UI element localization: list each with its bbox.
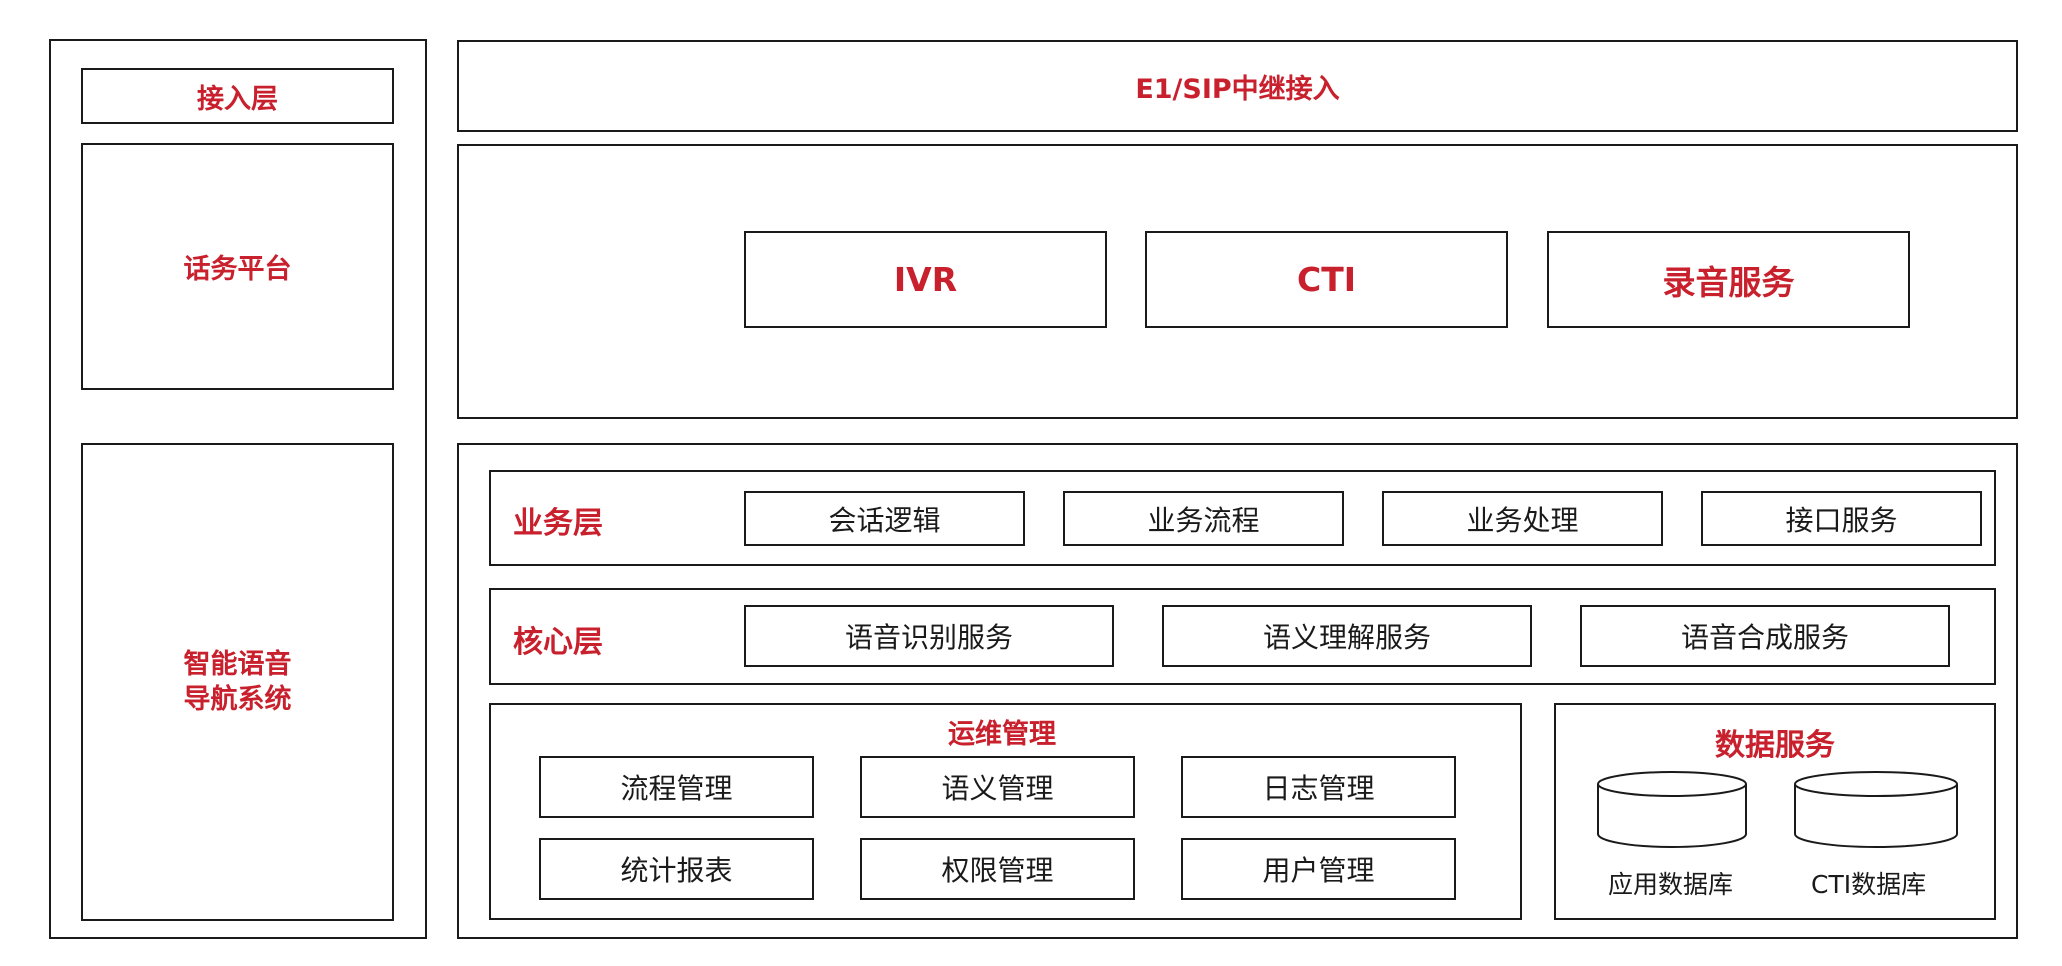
- core-item-label: 语音合成服务: [1680, 621, 1849, 654]
- call-platform-label: 话务平台: [183, 254, 292, 285]
- ivn-system-label-line2: 导航系统: [183, 684, 292, 715]
- business-item-label: 接口服务: [1785, 503, 1898, 537]
- platform-module-recording: 录音服务: [1547, 231, 1910, 328]
- ivn-system-label: 智能语音 导航系统: [184, 647, 292, 717]
- platform-module-cti: CTI: [1145, 231, 1508, 328]
- ops-item-log: 日志管理: [1181, 756, 1456, 818]
- platform-module-label: CTI: [1296, 260, 1356, 299]
- core-layer-label: 核心层: [513, 625, 603, 660]
- business-item-session-logic: 会话逻辑: [744, 491, 1025, 546]
- ivn-system-box: 智能语音 导航系统: [81, 443, 394, 921]
- database-label-cti: CTI数据库: [1811, 870, 1927, 899]
- access-layer-box: 接入层: [81, 68, 394, 124]
- business-layer-label: 业务层: [513, 506, 603, 541]
- database-icon-cti: [1794, 771, 1958, 848]
- platform-module-label: 录音服务: [1662, 262, 1795, 302]
- business-item-label: 会话逻辑: [828, 503, 941, 537]
- platform-module-ivr: IVR: [744, 231, 1107, 328]
- ops-item-label: 统计报表: [620, 854, 733, 887]
- access-title: E1/SIP中继接入: [1135, 73, 1340, 105]
- ops-item-label: 语义管理: [941, 772, 1054, 805]
- ops-management-title: 运维管理: [948, 719, 1056, 750]
- business-item-processing: 业务处理: [1382, 491, 1663, 546]
- access-bar: E1/SIP中继接入: [457, 40, 2018, 132]
- core-item-asr: 语音识别服务: [744, 605, 1114, 667]
- access-layer-label: 接入层: [197, 83, 278, 115]
- core-item-label: 语义理解服务: [1262, 621, 1431, 654]
- ops-item-process: 流程管理: [539, 756, 814, 818]
- data-service-title: 数据服务: [1715, 728, 1835, 763]
- platform-module-label: IVR: [893, 260, 958, 299]
- business-item-workflow: 业务流程: [1063, 491, 1344, 546]
- business-item-interface-service: 接口服务: [1701, 491, 1982, 546]
- ops-item-permission: 权限管理: [860, 838, 1135, 900]
- business-item-label: 业务流程: [1147, 503, 1260, 537]
- database-icon-app: [1597, 771, 1747, 848]
- ops-item-semantic: 语义管理: [860, 756, 1135, 818]
- ops-item-label: 流程管理: [620, 772, 733, 805]
- core-item-label: 语音识别服务: [844, 621, 1013, 654]
- ops-item-stats-report: 统计报表: [539, 838, 814, 900]
- core-item-nlu: 语义理解服务: [1162, 605, 1532, 667]
- ops-item-user: 用户管理: [1181, 838, 1456, 900]
- business-item-label: 业务处理: [1466, 503, 1579, 537]
- ops-item-label: 日志管理: [1262, 772, 1375, 805]
- core-item-tts: 语音合成服务: [1580, 605, 1950, 667]
- ivn-system-label-line1: 智能语音: [183, 648, 292, 680]
- ops-item-label: 用户管理: [1262, 854, 1375, 887]
- call-platform-box: 话务平台: [81, 143, 394, 390]
- ops-item-label: 权限管理: [941, 854, 1054, 887]
- database-label-app: 应用数据库: [1608, 870, 1734, 899]
